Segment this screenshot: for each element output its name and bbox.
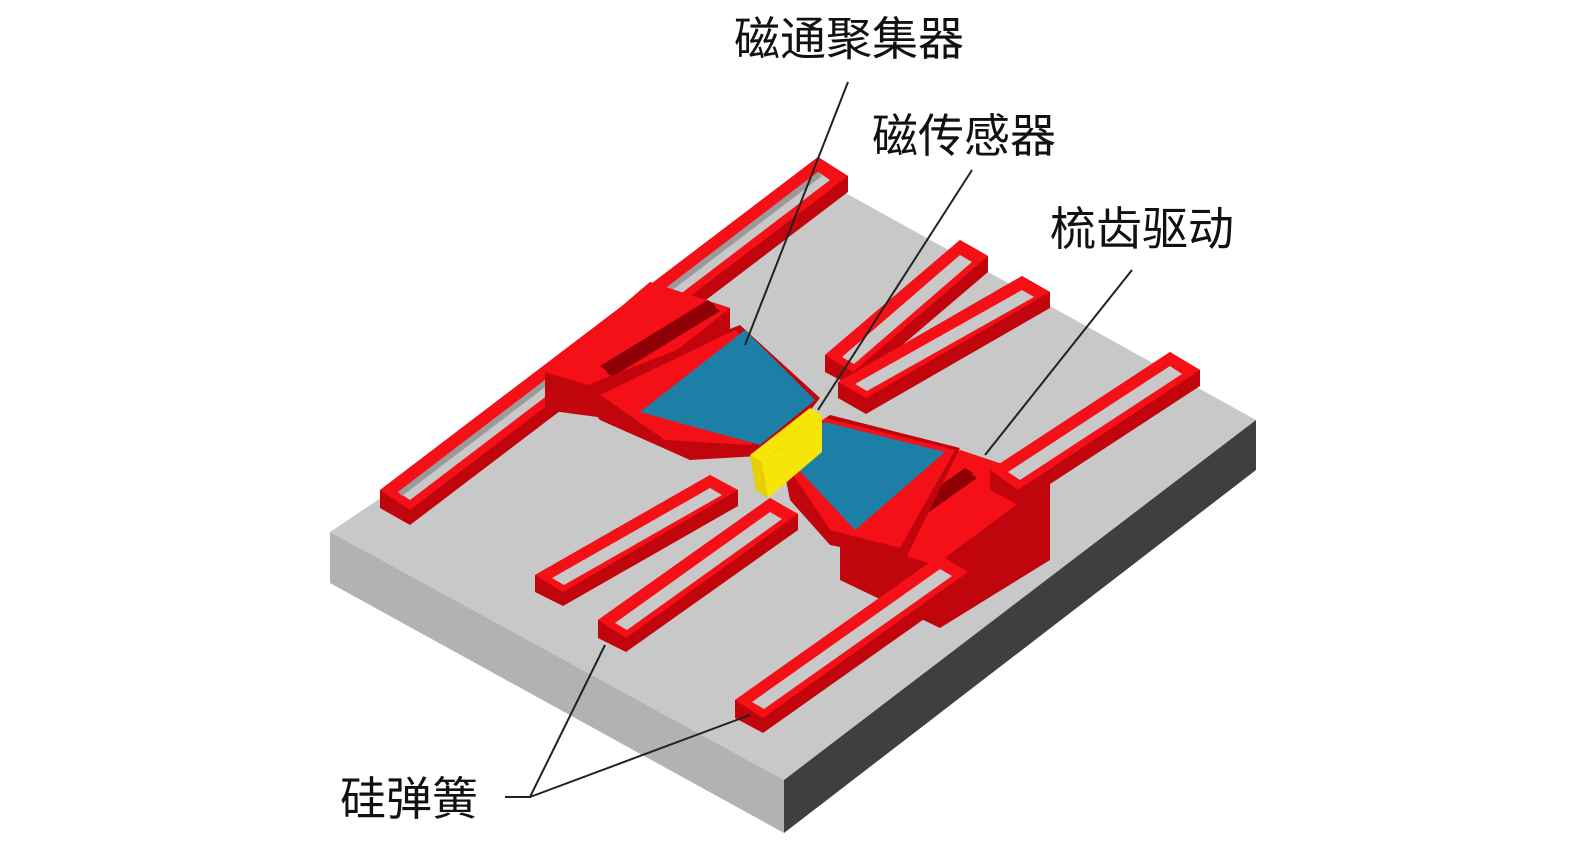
leader-silicon-spring-2 — [529, 714, 751, 798]
magnetic-sensor — [750, 408, 822, 498]
leader-comb-drive — [984, 269, 1133, 456]
leader-flux-concentrator — [744, 81, 849, 346]
label-flux-concentrator: 磁通聚集器 — [734, 12, 964, 66]
leader-magnetic-sensor — [817, 169, 973, 411]
label-magnetic-sensor: 磁传感器 — [872, 109, 1056, 163]
label-silicon-spring: 硅弹簧 — [340, 772, 478, 826]
spring-frame-upper-right-2 — [838, 276, 1050, 414]
spring-frame-upper-right-1 — [825, 240, 988, 387]
spring-frame-right-lower-long — [735, 555, 968, 733]
spring-frame-right-upper-long — [990, 352, 1200, 505]
flux-concentrator-left — [640, 330, 815, 445]
spring-frame-lower-left-2 — [598, 498, 798, 652]
label-comb-drive: 梳齿驱动 — [1050, 202, 1234, 256]
spring-frame-lower-left-1 — [535, 475, 738, 606]
flux-concentrator-right — [785, 422, 945, 530]
